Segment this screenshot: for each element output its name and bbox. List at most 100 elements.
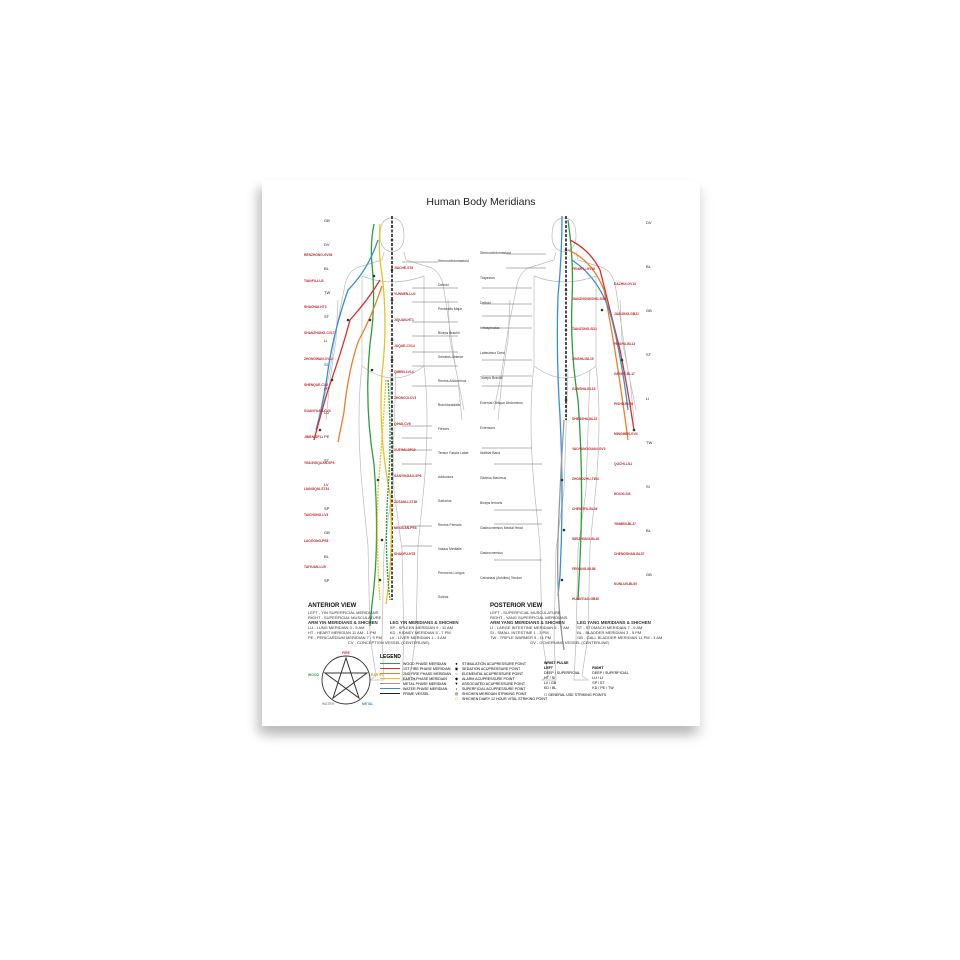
- meridian-tag: ST: [324, 458, 330, 463]
- anterior-col2-item: SP - SPLEEN MERIDIAN 9 - 11 AM: [389, 625, 454, 630]
- meridian-tag: LI: [324, 338, 327, 343]
- acupoint-label: ZHONGZHU-TW3: [572, 477, 599, 481]
- legend-point-label: SHICHEN DIARY 12 HOUR VITAL STRIKING POI…: [462, 696, 548, 701]
- legend-point-label: SEDATION ACUPRESSURE POINT: [462, 666, 521, 671]
- meridian-tag: LV: [324, 482, 329, 487]
- acupoint-label: ZHONGJI-CV3: [394, 396, 416, 400]
- acupoint-label: FEIYANG-BL58: [572, 567, 596, 571]
- meridian-tag: DV: [646, 220, 652, 225]
- posterior-col1-item: TW - TRIPLE WARMER 9 - 11 PM: [490, 635, 552, 640]
- legend-point-row: ◆ALARM ACUPRESSURE POINT: [454, 676, 547, 681]
- acupoint-label: FEISHU-BL13: [614, 342, 635, 346]
- meridian-tag: GB: [646, 572, 652, 577]
- posterior-col1-heading: ARM YANG MERIDIANS & SHICHEN: [490, 620, 565, 625]
- legend-point-row: ● STIMULATION ACUPRESSURE POINT: [454, 661, 547, 666]
- anterior-col2-item: LV - LIVER MERIDIAN 1 - 3 AM: [389, 635, 447, 640]
- muscle-label: Trapezius: [480, 276, 495, 280]
- legend-line-label: 1ST FIRE PHASE MERIDIAN: [403, 666, 451, 671]
- anterior-col2-item: KD - KIDNEY MERIDIAN 5 - 7 PM: [389, 630, 451, 635]
- acupoint-label: KUNLUN-BL60: [614, 582, 637, 586]
- legend-swatch: [380, 687, 400, 690]
- muscle-label: Rectus Abdominus: [438, 379, 467, 383]
- legend-title: LEGEND: [380, 654, 401, 660]
- legend-lines: WOOD PHASE MERIDIAN 1ST FIRE PHASE MERID…: [380, 661, 451, 696]
- sedation-point-icon: ◉: [454, 665, 459, 671]
- meridian-tag: SI: [324, 362, 328, 367]
- acupoint-label: HUANTIAO-GB30: [572, 597, 599, 601]
- acupoint-label: ZHONGWAN-CV12: [304, 357, 333, 361]
- muscle-label: Rectus Femoris: [438, 523, 462, 527]
- muscle-label: Triceps Brachii: [480, 376, 503, 380]
- acupoint-label: SHANZHONG-CV17: [304, 331, 335, 335]
- acupoint-label: MINGMEN-GV4: [614, 432, 638, 436]
- acupoint-label: DAZHUI-GV14: [614, 282, 636, 286]
- acupoint-label: TIANZONG-SI11: [572, 327, 597, 331]
- muscle-label: Soleus: [438, 595, 449, 599]
- muscle-label: Iliotibial Band: [480, 451, 500, 455]
- legend-point-label: STIMULATION ACUPRESSURE POINT: [462, 661, 527, 666]
- legend-line-label: METAL PHASE MERIDIAN: [403, 681, 447, 686]
- acupoint-label: CHENGFU-BL36: [572, 507, 598, 511]
- muscle-label: Gluteus Maximus: [480, 476, 506, 480]
- posterior-col2-heading: LEG YANG MERIDIANS & SHICHEN: [577, 620, 651, 625]
- anterior-footer: CV - CONCEPTION VESSEL (CENTERLINE): [348, 640, 430, 645]
- acupoint-label: JIMEN-SP11: [304, 435, 323, 439]
- muscle-label: Latissimus Dorsi: [480, 351, 505, 355]
- wrist-pulse-left-item: HT / SI: [544, 676, 556, 680]
- acupoint-label: JIACHE-ST6: [394, 266, 413, 270]
- meridian-tag: BL: [646, 264, 652, 269]
- legend-point-label: SUPERFICIAL ACUPRESSURE POINT: [462, 686, 526, 691]
- anterior-line: LEFT - YIN SUPERFICIAL MERIDIANS: [308, 610, 379, 615]
- legend-line-row: 2ND FIRE PHASE MERIDIAN: [380, 671, 451, 676]
- meridian-tag: HT: [324, 386, 330, 391]
- phase-metal-label: METAL: [362, 702, 373, 706]
- meridian-tag: TW: [324, 290, 330, 295]
- acupoint-label: RENZHONG-GV26: [304, 253, 333, 257]
- muscle-label: Sartorius: [438, 499, 452, 503]
- meridian-tag: PE: [324, 434, 330, 439]
- meridian-tag: BL: [324, 266, 330, 271]
- meridian-tag: SP: [324, 506, 330, 511]
- wrist-pulse-right-item: KD / PE / TW: [592, 686, 614, 690]
- acupoint-label: XUEHAI-SP10: [394, 448, 416, 452]
- acupoint-label: SHENQUE-CV8: [304, 383, 328, 387]
- acupoint-label: TAIYUAN-LU9: [304, 565, 326, 569]
- wrist-pulse: WRIST PULSE LEFT DEEP / SUPERFICIAL HT /…: [544, 661, 629, 698]
- acupoint-label: TIANFU-LU3: [304, 279, 324, 283]
- legend-point-label: ASSOCIATED ACUPRESSURE POINT: [462, 681, 526, 686]
- legend-point-row: ◎SHICHEN MERIDIAN STRIKING POINT: [454, 691, 547, 696]
- stimulation-point-icon: ●: [455, 660, 458, 666]
- acupoint-label: QIMEN-LV14: [394, 370, 414, 374]
- muscle-label: Tensor Fascia Latae: [438, 451, 469, 455]
- acupoint-label: CHENGSHAN-BL57: [614, 552, 645, 556]
- legend-line-row: EARTH PHASE MERIDIAN: [380, 676, 451, 681]
- legend-point-label: SHICHEN MERIDIAN STRIKING POINT: [462, 691, 527, 696]
- poster-title: Human Body Meridians: [426, 196, 536, 208]
- muscle-label: Serratus Anterior: [438, 355, 464, 359]
- acupoint-label: HOUXI-SI3: [614, 492, 631, 496]
- posterior-line: LEFT - SUPERFICIAL MUSCULATURE: [490, 610, 561, 615]
- legend-line-row: METAL PHASE MERIDIAN: [380, 681, 451, 686]
- acupoint-label: YINMEN-BL37: [614, 522, 636, 526]
- phase-earth-label: EARTH: [371, 673, 383, 677]
- legend-swatch: [380, 662, 400, 665]
- muscle-label: Sternocleidomastoid: [480, 251, 511, 255]
- legend-line-row: WATER PHASE MERIDIAN: [380, 686, 451, 691]
- legend-point-label: ALARM ACUPRESSURE POINT: [462, 676, 515, 681]
- posterior-col1-item: SI - SMALL INTESTINE 1 - 3 PM: [490, 630, 549, 635]
- legend-point-row: ○ELEMENTAL ACUPRESSURE POINT: [454, 671, 547, 676]
- acupoint-label: NEIGUAN-PE6: [394, 526, 417, 530]
- muscle-label: Infraspinatus: [480, 326, 500, 330]
- acupoint-label: GANSHU-BL18: [572, 387, 596, 391]
- anterior-line: RIGHT - SUPERFICIAL MUSCULATURE: [308, 615, 382, 620]
- legend-swatch: [380, 677, 400, 680]
- legend-point-label: ELEMENTAL ACUPRESSURE POINT: [462, 671, 524, 676]
- muscle-label: Pectoralis Major: [438, 307, 463, 311]
- muscle-label: Gastrocnemius Medial Head: [480, 526, 523, 530]
- muscle-label: Deltoid: [480, 301, 491, 305]
- legend-line-label: WATER PHASE MERIDIAN: [403, 686, 448, 691]
- legend-line-label: PRIME VESSEL: [403, 691, 430, 696]
- legend-line-label: EARTH PHASE MERIDIAN: [403, 676, 447, 681]
- acupoint-label: JUQUE-CV14: [394, 344, 415, 348]
- legend-swatch: [380, 667, 400, 670]
